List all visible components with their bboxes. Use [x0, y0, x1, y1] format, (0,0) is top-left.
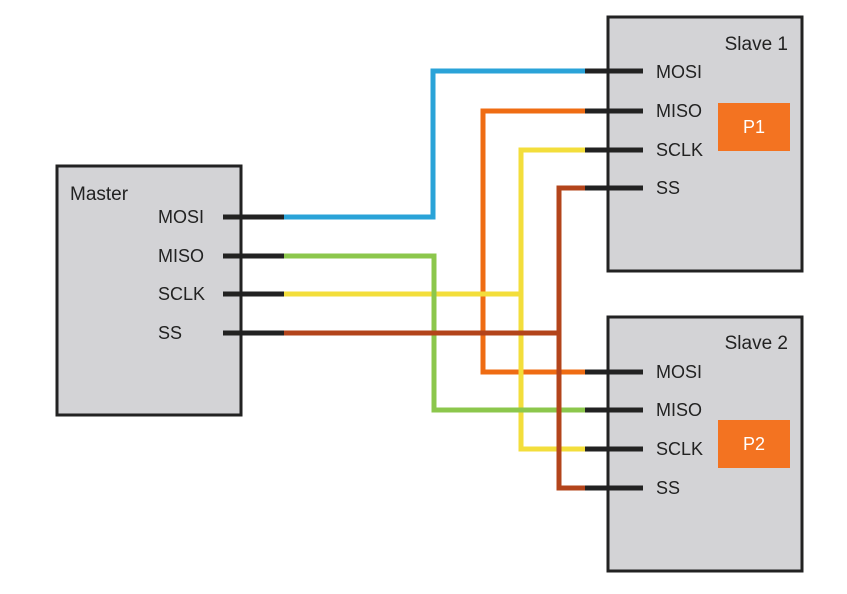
- wire-ss-shared: [283, 185, 586, 491]
- master-pin-label-ss: SS: [158, 323, 182, 343]
- slave2-pin-label-ss: SS: [656, 478, 680, 498]
- wire-sclk-shared: [283, 147, 586, 452]
- master-pin-label-sclk: SCLK: [158, 284, 205, 304]
- slave2-peripheral-label: P2: [743, 434, 765, 454]
- master-pin-label-miso: MISO: [158, 246, 204, 266]
- slave1-peripheral-box: [718, 103, 790, 151]
- master-title: Master: [70, 184, 129, 205]
- wire-master-mosi-to-slave1-mosi: [283, 68, 586, 220]
- slave2-device: Slave 2 MOSI MISO SCLK SS P2: [585, 315, 804, 573]
- master-box: [55, 164, 243, 417]
- master-device: Master MOSI MISO SCLK SS: [55, 164, 284, 417]
- slave1-pin-label-miso: MISO: [656, 101, 702, 121]
- slave1-peripheral-label: P1: [743, 117, 765, 137]
- slave2-title: Slave 2: [725, 333, 788, 354]
- slave2-pin-label-miso: MISO: [656, 400, 702, 420]
- slave1-device: Slave 1 MOSI MISO SCLK SS P1: [585, 15, 804, 273]
- slave1-pin-label-ss: SS: [656, 178, 680, 198]
- slave2-pin-label-mosi: MOSI: [656, 362, 702, 382]
- slave1-title: Slave 1: [725, 34, 788, 55]
- wire-slave1-miso-to-slave2-mosi: [480, 108, 586, 375]
- wires: [283, 68, 586, 491]
- slave1-pin-label-mosi: MOSI: [656, 62, 702, 82]
- slave2-pin-label-sclk: SCLK: [656, 439, 703, 459]
- master-pin-label-mosi: MOSI: [158, 207, 204, 227]
- slave1-pin-label-sclk: SCLK: [656, 140, 703, 160]
- slave2-peripheral-box: [718, 420, 790, 468]
